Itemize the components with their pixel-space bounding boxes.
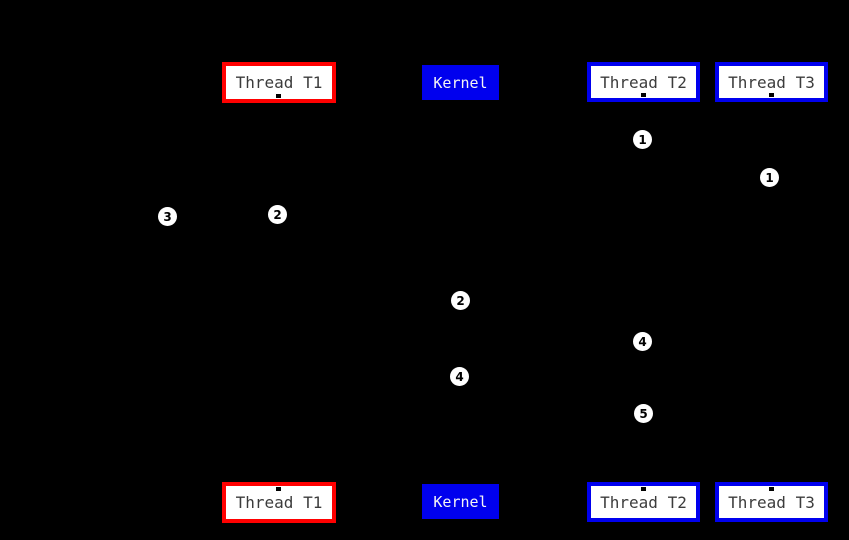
step-marker-2a-label: 2 xyxy=(273,207,282,222)
thread-t2-bottom-label: Thread T2 xyxy=(600,492,687,512)
thread-t2-top-label: Thread T2 xyxy=(600,72,687,92)
step-marker-2b: 2 xyxy=(451,291,470,310)
step-marker-3: 3 xyxy=(158,207,177,226)
step-marker-1a: 1 xyxy=(633,130,652,149)
step-marker-1a-label: 1 xyxy=(638,132,647,147)
step-marker-3-label: 3 xyxy=(163,209,172,224)
lifeline-stub xyxy=(276,487,281,491)
step-marker-1b: 1 xyxy=(760,168,779,187)
step-marker-4a: 4 xyxy=(633,332,652,351)
step-marker-5: 5 xyxy=(634,404,653,423)
thread-t2-bottom-box: Thread T2 xyxy=(587,482,700,522)
kernel-top-label: Kernel xyxy=(433,73,488,92)
step-marker-4a-label: 4 xyxy=(638,334,647,349)
lifeline-stub xyxy=(276,94,281,98)
thread-t1-bottom-label: Thread T1 xyxy=(235,493,323,512)
lifeline-stub xyxy=(640,93,646,97)
thread-t3-top-label: Thread T3 xyxy=(728,72,815,92)
step-marker-2b-label: 2 xyxy=(456,293,465,308)
kernel-top-box: Kernel xyxy=(422,65,499,100)
thread-t3-top-box: Thread T3 xyxy=(715,62,828,102)
lifeline-stub xyxy=(768,93,774,97)
thread-t1-top-box: Thread T1 xyxy=(222,62,336,103)
thread-t1-top-label: Thread T1 xyxy=(235,73,323,92)
kernel-bottom-label: Kernel xyxy=(433,492,488,511)
step-marker-4b: 4 xyxy=(450,367,469,386)
thread-t2-top-box: Thread T2 xyxy=(587,62,700,102)
step-marker-5-label: 5 xyxy=(639,406,648,421)
step-marker-1b-label: 1 xyxy=(765,170,774,185)
thread-t3-bottom-label: Thread T3 xyxy=(728,492,815,512)
lifeline-stub xyxy=(640,487,646,491)
step-marker-2a: 2 xyxy=(268,205,287,224)
thread-t1-bottom-box: Thread T1 xyxy=(222,482,336,523)
step-marker-4b-label: 4 xyxy=(455,369,464,384)
kernel-bottom-box: Kernel xyxy=(422,484,499,519)
thread-t3-bottom-box: Thread T3 xyxy=(715,482,828,522)
lifeline-stub xyxy=(768,487,774,491)
